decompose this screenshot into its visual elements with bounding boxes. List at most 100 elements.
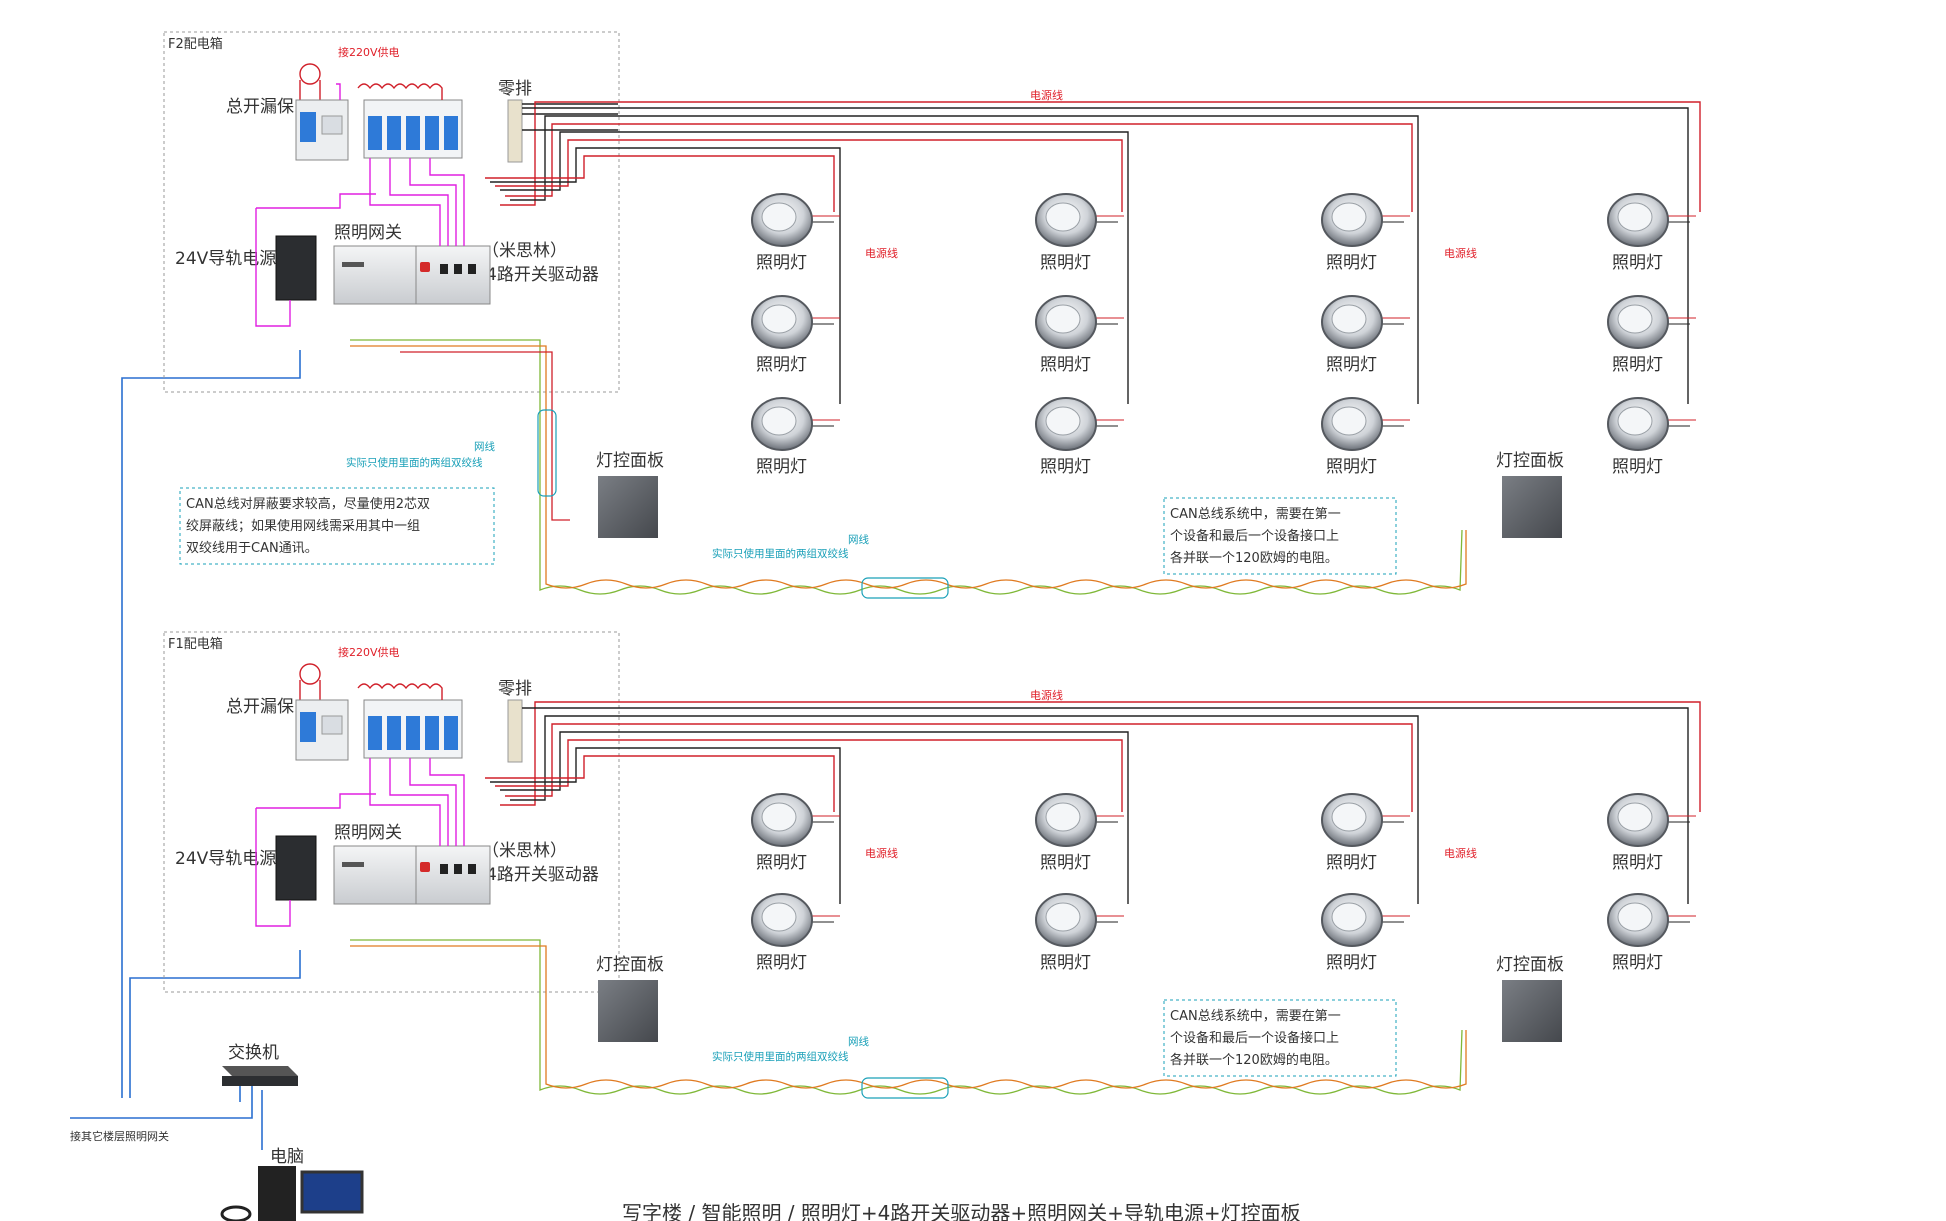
resistor-note-line: 个设备和最后一个设备接口上 [1170, 528, 1339, 544]
cable-sleeve [861, 577, 949, 599]
driver-label: 4路开关驱动器 [486, 865, 599, 885]
floor-1-section: F1配电箱 接220V供电 总开漏保 零排 照明网关 24V导轨电源 （米思林）… [163, 631, 1701, 1099]
power-supply-icon [275, 235, 317, 301]
other-floors-label: 接其它楼层照明网关 [70, 1129, 169, 1143]
resistor-note-line: CAN总线系统中，需要在第一 [1170, 507, 1341, 522]
lamp-label: 照明灯 [1612, 457, 1663, 477]
supply-note: 接220V供电 [338, 45, 400, 59]
lamp-label: 照明灯 [756, 253, 807, 273]
lamp-label: 照明灯 [1326, 457, 1377, 477]
lamp-label: 照明灯 [1612, 355, 1663, 375]
lamp-label: 照明灯 [1326, 253, 1377, 273]
power-line-label: 电源线 [1030, 88, 1063, 102]
cable-note: 实际只使用里面的两组双绞线 [712, 547, 849, 560]
neutral-bar-icon [507, 699, 523, 763]
downlight-icon: 照明灯 [1321, 193, 1410, 273]
downlight-icon: 照明灯 [1321, 793, 1410, 873]
lamp-grid: 照明灯照明灯照明灯照明灯照明灯照明灯照明灯照明灯照明灯照明灯照明灯照明灯 [751, 193, 1696, 477]
power-supply-icon [275, 835, 317, 901]
cable-note: 实际只使用里面的两组双绞线 [712, 1050, 849, 1063]
downlight-icon: 照明灯 [1321, 397, 1410, 477]
downlight-icon: 照明灯 [1607, 193, 1696, 273]
box-title: F2配电箱 [168, 36, 223, 52]
downlight-icon: 照明灯 [751, 793, 840, 873]
can-shield-note-box [179, 487, 495, 565]
lamp-label: 照明灯 [756, 355, 807, 375]
lamp-label: 照明灯 [1040, 355, 1091, 375]
downlight-icon: 照明灯 [1035, 397, 1124, 477]
panel-right-label: 灯控面板 [1496, 955, 1564, 975]
wall-panel-icon [598, 980, 658, 1042]
panel-right-label: 灯控面板 [1496, 451, 1564, 471]
supply-loop-icon [299, 63, 321, 85]
resistor-note-box [1163, 999, 1397, 1077]
downlight-icon: 照明灯 [1607, 295, 1696, 375]
panel-left-label: 灯控面板 [596, 451, 664, 471]
diagram-caption: 写字楼 / 智能照明 / 照明灯+4路开关驱动器+照明网关+导轨电源+灯控面板 [622, 1201, 1301, 1221]
resistor-note-box [1163, 497, 1397, 575]
neutral-bar-label: 零排 [498, 679, 532, 699]
box-title: F1配电箱 [168, 636, 223, 652]
downlight-icon: 照明灯 [1607, 893, 1696, 973]
resistor-note-line: 各并联一个120欧姆的电阻。 [1170, 550, 1338, 566]
downlight-icon: 照明灯 [751, 893, 840, 973]
can-shield-note-line: 绞屏蔽线；如果使用网线需采用其中一组 [186, 518, 420, 534]
lamp-label: 照明灯 [1040, 853, 1091, 873]
switch-label: 交换机 [228, 1043, 279, 1063]
power-supply-label: 24V导轨电源 [175, 249, 276, 269]
lamp-label: 照明灯 [1040, 253, 1091, 273]
gateway-label: 照明网关 [334, 223, 402, 243]
driver-label: 4路开关驱动器 [486, 265, 599, 285]
gateway-label: 照明网关 [334, 823, 402, 843]
downlight-icon: 照明灯 [751, 397, 840, 477]
lamp-label: 照明灯 [1040, 953, 1091, 973]
supply-note: 接220V供电 [338, 645, 400, 659]
lamp-label: 照明灯 [1612, 853, 1663, 873]
network-cables [70, 350, 301, 1150]
lamp-label: 照明灯 [756, 953, 807, 973]
resistor-note-line: 各并联一个120欧姆的电阻。 [1170, 1052, 1338, 1068]
lamp-label: 照明灯 [1612, 253, 1663, 273]
power-line-label: 电源线 [1444, 846, 1477, 860]
main-breaker-label: 总开漏保 [226, 697, 294, 717]
lamp-label: 照明灯 [1326, 355, 1377, 375]
downlight-icon: 照明灯 [1321, 295, 1410, 375]
floor-2-section: F2配电箱 接220V供电 总开漏保 零排 照明网关 24V导轨电源 （米思林）… [163, 31, 1701, 599]
breaker-icon [295, 699, 349, 761]
network-cable-label: 网线 [474, 440, 495, 453]
cable-sleeve [861, 1077, 949, 1099]
mcb-group-icon [363, 99, 463, 159]
downlight-icon: 照明灯 [1035, 193, 1124, 273]
downlight-icon: 照明灯 [1607, 397, 1696, 477]
din-module-icon [333, 845, 491, 905]
can-shield-note-line: 双绞线用于CAN通讯。 [186, 540, 318, 556]
power-line-label: 电源线 [865, 846, 898, 860]
downlight-icon: 照明灯 [1321, 893, 1410, 973]
driver-brand-label: （米思林） [482, 841, 567, 861]
power-supply-label: 24V导轨电源 [175, 849, 276, 869]
neutral-bar-icon [507, 99, 523, 163]
lamp-label: 照明灯 [1612, 953, 1663, 973]
power-line-label: 电源线 [1030, 688, 1063, 702]
cable-note: 实际只使用里面的两组双绞线 [346, 456, 483, 469]
supply-loop-icon [299, 663, 321, 685]
mcb-group-icon [363, 699, 463, 759]
cable-sleeve [537, 409, 557, 497]
resistor-note-line: 个设备和最后一个设备接口上 [1170, 1030, 1339, 1046]
downlight-icon: 照明灯 [1035, 793, 1124, 873]
downlight-icon: 照明灯 [1035, 295, 1124, 375]
lamp-label: 照明灯 [1326, 853, 1377, 873]
power-line-label: 电源线 [865, 246, 898, 260]
driver-brand-label: （米思林） [482, 241, 567, 261]
computer-icon [220, 1166, 364, 1221]
power-line-label: 电源线 [1444, 246, 1477, 260]
main-breaker-label: 总开漏保 [226, 97, 294, 117]
wall-panel-icon [1502, 476, 1562, 538]
lamp-label: 照明灯 [1326, 953, 1377, 973]
neutral-bar-label: 零排 [498, 79, 532, 99]
downlight-icon: 照明灯 [1035, 893, 1124, 973]
downlight-icon: 照明灯 [1607, 793, 1696, 873]
lamp-label: 照明灯 [756, 853, 807, 873]
wall-panel-icon [1502, 980, 1562, 1042]
